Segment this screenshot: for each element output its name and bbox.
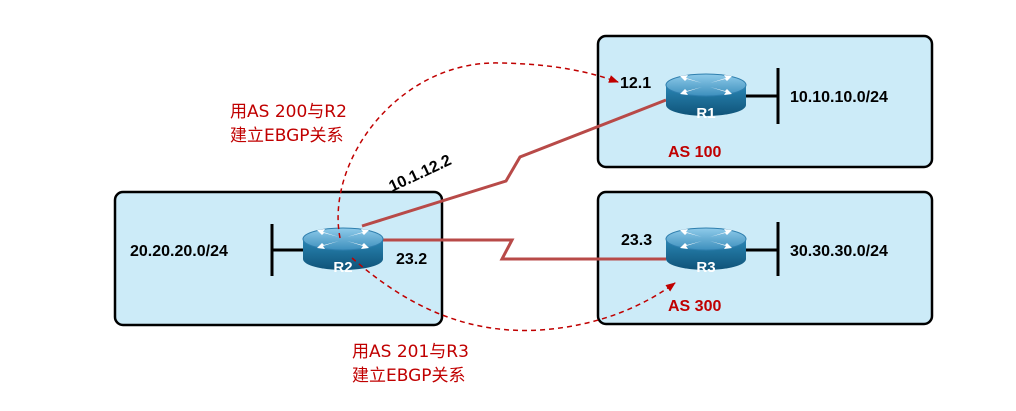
peering-note-top-line1: 用AS 200与R2 <box>230 102 347 122</box>
r1-lan-stub <box>746 68 780 124</box>
link-r2-r1 <box>361 98 667 228</box>
r2-lan-stub <box>270 224 303 276</box>
peering-note-bottom-line2: 建立EBGP关系 <box>352 366 466 386</box>
r1-lan-label: 10.10.10.0/24 <box>790 89 888 106</box>
router-r3-label: R3 <box>696 259 715 276</box>
as100-label: AS 100 <box>668 144 721 161</box>
ebgp-session-r2-r3 <box>351 257 676 332</box>
router-r2[interactable]: R2 <box>302 227 384 276</box>
r2-lan-label: 20.20.20.0/24 <box>130 243 228 260</box>
peering-note-top-line2: 建立EBGP关系 <box>230 126 344 146</box>
r2-to-r3-interface-label: 23.2 <box>396 251 427 268</box>
router-r1[interactable]: R1 <box>665 73 747 122</box>
as-r2-box <box>113 190 444 327</box>
as100-box <box>596 34 934 169</box>
r3-interface-label: 23.3 <box>621 232 652 249</box>
router-r3[interactable]: R3 <box>665 227 747 276</box>
r3-lan-stub <box>746 222 780 276</box>
as300-label: AS 300 <box>668 298 721 315</box>
link-r2-r3 <box>382 238 666 261</box>
peering-note-bottom-line1: 用AS 201与R3 <box>352 342 469 362</box>
r2-to-r1-interface-label: 10.1.12.2 <box>387 152 455 196</box>
r3-lan-label: 30.30.30.0/24 <box>790 243 888 260</box>
router-r1-label: R1 <box>696 105 715 122</box>
ebgp-session-r2-r1 <box>337 62 619 239</box>
router-r2-label: R2 <box>333 259 352 276</box>
r1-interface-label: 12.1 <box>620 75 651 92</box>
